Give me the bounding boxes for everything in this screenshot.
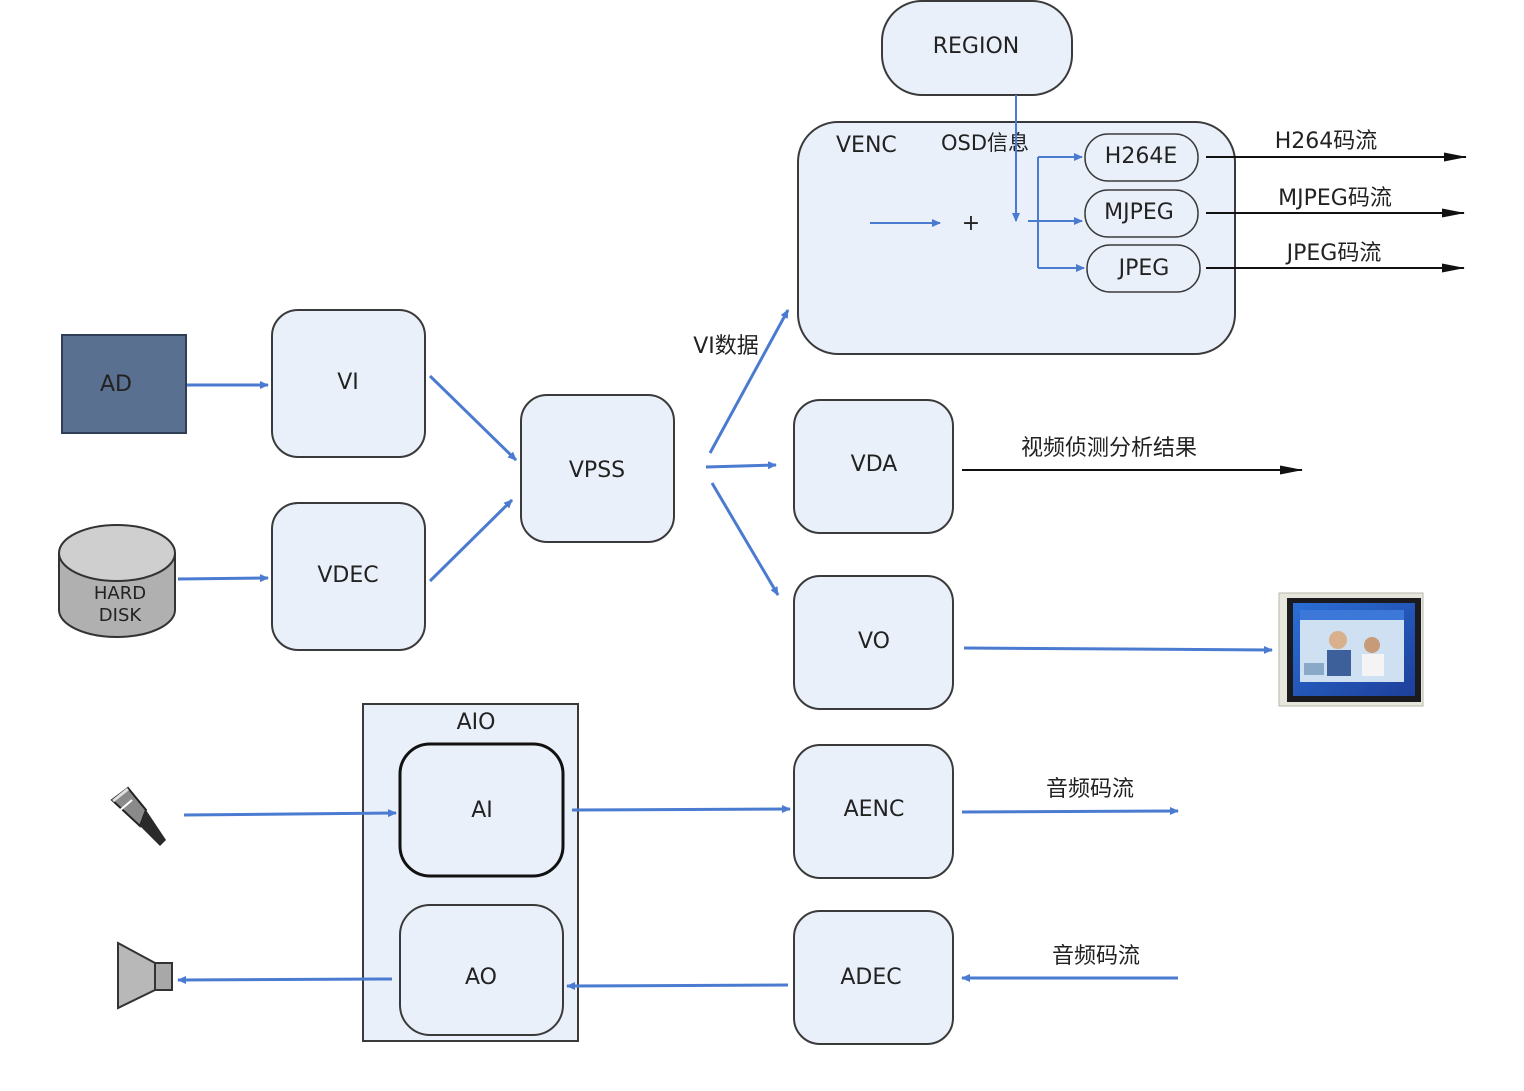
adec-label: ADEC (840, 965, 901, 990)
arrow-ao-speaker (177, 975, 393, 984)
arrow-vpss-vo (710, 482, 780, 596)
venc-label: VENC (836, 133, 897, 158)
microphone-icon (98, 780, 174, 848)
arrow-adec-ao (566, 981, 789, 990)
region-node: REGION (881, 0, 1073, 96)
vo-label: VO (858, 629, 890, 654)
mjpeg-label: MJPEG (1104, 200, 1174, 225)
hard-disk-label-1: HARD (94, 583, 146, 604)
ad-node: AD (61, 334, 187, 434)
vi-data-label: VI数据 (693, 334, 759, 359)
ai-label: AI (471, 798, 493, 823)
vi-label: VI (337, 370, 359, 395)
monitor-icon (1278, 592, 1424, 707)
arrow-disk-vdec (177, 574, 269, 583)
vi-node: VI (271, 309, 426, 458)
jpeg-stream-label: JPEG码流 (1285, 241, 1382, 266)
h264e-node: H264E (1084, 133, 1199, 182)
hard-disk-label-2: DISK (99, 605, 143, 626)
jpeg-node: JPEG (1086, 244, 1201, 293)
ao-node: AO (399, 904, 564, 1036)
hard-disk-icon: HARD DISK (58, 524, 176, 638)
vpss-label: VPSS (569, 458, 625, 483)
jpeg-label: JPEG (1117, 256, 1170, 281)
vdec-node: VDEC (271, 502, 426, 651)
osd-label: OSD信息 (941, 131, 1029, 155)
arrow-vo-display (963, 645, 1273, 654)
arrow-vi-vpss (428, 374, 518, 462)
audio-stream-out-label: 音频码流 (1046, 777, 1134, 802)
speaker-icon (117, 941, 173, 1010)
adec-node: ADEC (793, 910, 954, 1045)
h264-stream-label: H264码流 (1275, 129, 1378, 154)
region-label: REGION (933, 34, 1020, 59)
h264e-label: H264E (1105, 144, 1177, 169)
ao-label: AO (465, 965, 497, 990)
aenc-label: AENC (844, 797, 905, 822)
arrow-mic-ai (183, 809, 397, 818)
vdec-label: VDEC (317, 563, 378, 588)
ad-label: AD (100, 372, 132, 397)
arrow-aenc-out (961, 807, 1179, 816)
vo-node: VO (793, 575, 954, 710)
arrow-vdec-vpss (428, 498, 514, 583)
arrow-vpss-venc (708, 309, 790, 454)
vda-result-label: 视频侦测分析结果 (1021, 436, 1197, 461)
vda-node: VDA (793, 399, 954, 534)
ai-node: AI (398, 742, 565, 878)
vpss-node: VPSS (520, 394, 675, 543)
aenc-node: AENC (793, 744, 954, 879)
aio-label: AIO (457, 710, 496, 735)
vda-label: VDA (851, 452, 898, 477)
arrow-vpss-vda (705, 461, 777, 470)
audio-stream-in-label: 音频码流 (1052, 944, 1140, 969)
arrow-ai-aenc (571, 805, 791, 814)
mjpeg-stream-label: MJPEG码流 (1278, 186, 1392, 211)
mjpeg-node: MJPEG (1084, 189, 1199, 238)
plus-label: + (962, 211, 980, 236)
